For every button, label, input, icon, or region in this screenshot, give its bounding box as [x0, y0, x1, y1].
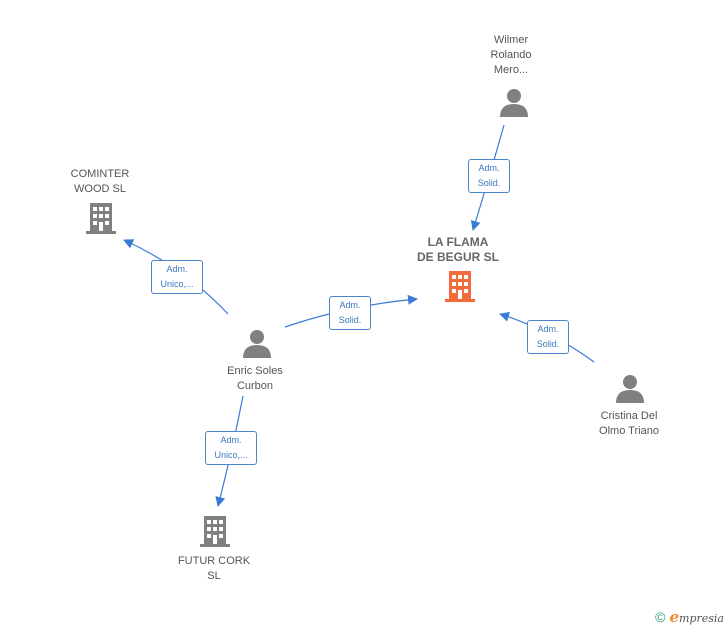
edge-label-line: Adm.: [478, 163, 500, 173]
edge-label-line: Adm.: [220, 435, 242, 445]
node-label-futur-cork[interactable]: FUTUR CORK SL: [164, 554, 264, 584]
brand-logo: empresia: [669, 608, 724, 626]
node-label-line: Enric Soles: [227, 365, 283, 377]
edge-label-line: Solid.: [338, 315, 362, 325]
edge-label-cristina-laflama[interactable]: Adm. Solid.: [527, 320, 569, 354]
node-label-line: FUTUR CORK: [177, 555, 251, 567]
person-icon[interactable]: [616, 375, 644, 403]
edge-label-line: Unico,...: [214, 450, 248, 460]
edge-label-line: Adm.: [339, 300, 361, 310]
node-label-line: Curbon: [236, 380, 274, 392]
node-label-cominter[interactable]: COMINTER WOOD SL: [50, 167, 150, 197]
edge-label-line: Adm.: [537, 324, 559, 334]
edge-label-line: Adm.: [166, 264, 188, 274]
node-label-line: Cristina Del: [600, 410, 658, 422]
edge-label-enric-futurcork[interactable]: Adm. Unico,...: [205, 431, 257, 465]
edge-label-enric-cominter[interactable]: Adm. Unico,...: [151, 260, 203, 294]
brand-initial: e: [669, 608, 680, 626]
node-label-line: COMINTER: [70, 168, 130, 180]
node-label-line: Wilmer: [493, 34, 529, 46]
person-icon[interactable]: [243, 330, 271, 358]
building-icon[interactable]: [200, 516, 230, 547]
node-label-wilmer[interactable]: Wilmer Rolando Mero...: [461, 33, 561, 78]
node-label-la-flama[interactable]: LA FLAMA DE BEGUR SL: [398, 235, 518, 265]
person-icon[interactable]: [500, 89, 528, 117]
building-icon[interactable]: [445, 271, 475, 302]
node-label-cristina[interactable]: Cristina Del Olmo Triano: [579, 409, 679, 439]
copyright-icon: ©: [655, 609, 666, 625]
edge-label-wilmer-laflama[interactable]: Adm. Solid.: [468, 159, 510, 193]
brand-footer[interactable]: © empresia: [655, 608, 724, 626]
node-label-line: Olmo Triano: [599, 425, 659, 437]
edge-label-enric-laflama[interactable]: Adm. Solid.: [329, 296, 371, 330]
node-label-line: DE BEGUR SL: [416, 250, 499, 264]
node-label-line: SL: [207, 570, 221, 582]
node-label-line: Rolando: [490, 49, 532, 61]
edge-label-line: Solid.: [477, 178, 501, 188]
node-label-line: WOOD SL: [74, 183, 126, 195]
node-label-line: Mero...: [493, 64, 529, 76]
edge-label-line: Solid.: [536, 339, 560, 349]
edge-label-line: Unico,...: [160, 279, 194, 289]
node-label-enric[interactable]: Enric Soles Curbon: [205, 364, 305, 394]
building-icon[interactable]: [86, 203, 116, 234]
node-label-line: LA FLAMA: [427, 235, 489, 249]
brand-name: mpresia: [679, 612, 724, 625]
